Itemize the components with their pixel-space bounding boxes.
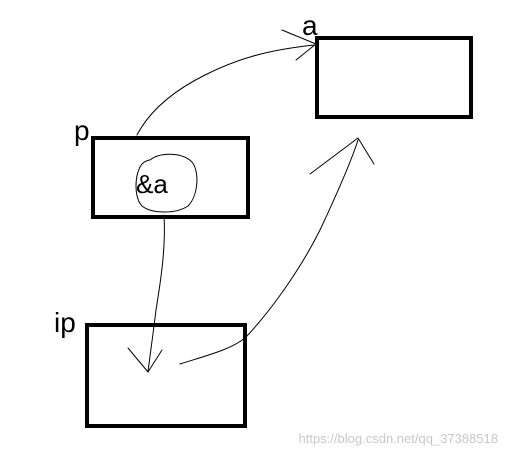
arrow-p-to-ip-head <box>127 347 163 373</box>
arrow-ip-to-a <box>179 139 359 365</box>
label-ip: ip <box>54 307 76 338</box>
label-p-value: &a <box>136 169 168 199</box>
arrow-p-to-a <box>136 44 316 136</box>
value-circle <box>135 153 198 213</box>
arrow-p-to-ip <box>147 214 165 373</box>
label-p: p <box>74 115 90 146</box>
box-a <box>315 36 473 119</box>
label-a: a <box>302 10 318 41</box>
arrow-ip-to-a-head <box>309 137 375 175</box>
arrow-p-to-a-head <box>281 29 317 61</box>
watermark-text: https://blog.csdn.net/qq_37388518 <box>299 431 499 446</box>
box-p <box>91 136 250 219</box>
box-ip <box>85 323 247 428</box>
